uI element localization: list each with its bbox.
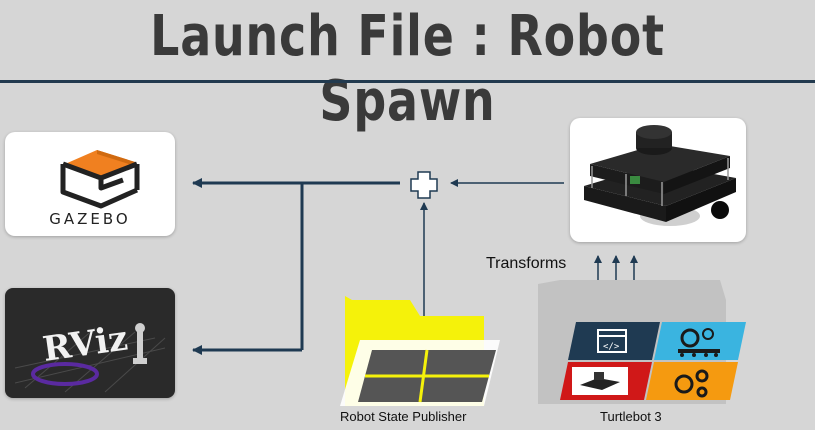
robot-state-publisher-label: Robot State Publisher <box>340 409 467 424</box>
gears-icon <box>674 369 709 398</box>
folder-icon <box>340 296 500 406</box>
output-bus-line <box>300 181 400 350</box>
turtlebot-thumbnail-icon <box>572 367 628 395</box>
svg-text:</>: </> <box>603 342 620 352</box>
turtlebot-tile-icon: </> <box>560 322 746 400</box>
plus-icon <box>410 171 438 199</box>
gazebo-logo-icon <box>60 150 140 209</box>
gazebo-card: GAZEBO <box>5 132 175 236</box>
turtlebot-robot-image <box>584 125 736 226</box>
rviz-card: RViz <box>5 288 175 398</box>
code-icon: </> <box>597 329 627 353</box>
page-title: Launch File : Robot Spawn <box>150 4 665 134</box>
transforms-label: Transforms <box>486 255 567 272</box>
turtlebot-label: Turtlebot 3 <box>600 409 662 424</box>
title-divider <box>0 80 815 83</box>
settings-conveyor-icon <box>678 328 720 357</box>
rviz-logo-icon: RViz <box>14 318 166 393</box>
turtlebot-photo-card <box>570 118 746 242</box>
gazebo-label: GAZEBO <box>49 210 131 228</box>
